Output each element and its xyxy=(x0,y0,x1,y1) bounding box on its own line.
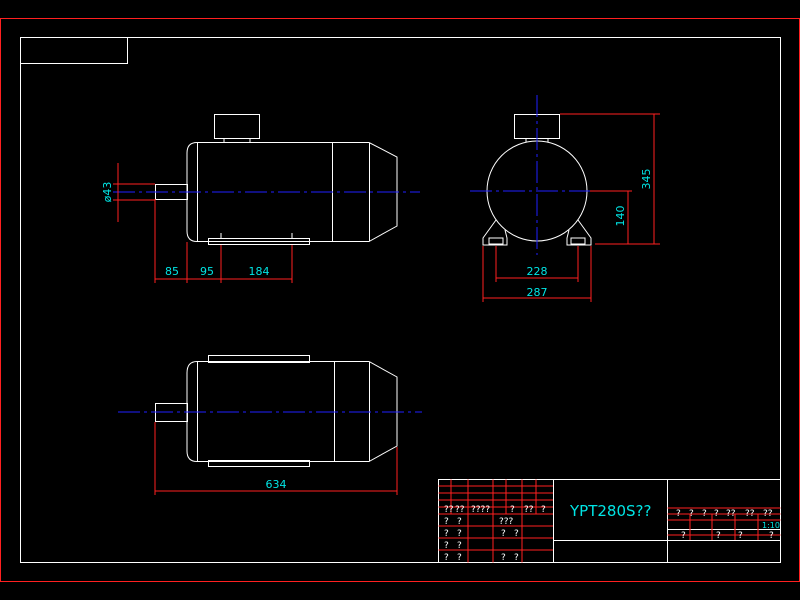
tb-right-b3: ? xyxy=(769,531,774,541)
dim-overall-length: 634 xyxy=(266,478,287,491)
tb-left-r3-0: ? xyxy=(444,529,449,539)
tb-left-r4-3: ? xyxy=(514,529,519,539)
tb-right-h1: ? xyxy=(689,509,694,519)
tb-scale: 1:10 xyxy=(762,521,780,530)
dim-foot-outer: 287 xyxy=(527,286,548,299)
tb-left-r2-1: ? xyxy=(457,517,462,527)
tb-left-r5-1: ? xyxy=(457,553,462,563)
tb-left-r1-2: ???? xyxy=(471,505,490,515)
dim-foot-inner: 228 xyxy=(527,265,548,278)
dim-shoulder-to-foot: 95 xyxy=(200,265,214,278)
front-foot xyxy=(208,238,310,245)
tb-left-r1-0: ?? xyxy=(444,505,454,515)
front-terminal-box xyxy=(214,114,260,139)
tb-left-r4-1: ? xyxy=(457,541,462,551)
tb-left-r5-2: ? xyxy=(501,553,506,563)
dim-total-height: 345 xyxy=(640,169,653,190)
tb-left-r5-3: ? xyxy=(514,553,519,563)
tb-right-b2: ? xyxy=(738,531,743,541)
title-block: ?? ?? ???? ? ?? ? ? ? ??? ? ? ? ? ? ? ? … xyxy=(438,479,781,563)
tb-left-r4-2: ? xyxy=(501,529,506,539)
tb-right-b0: ? xyxy=(681,531,686,541)
dim-shaft-diameter: ø43 xyxy=(101,182,114,203)
inner-frame xyxy=(20,37,781,563)
tb-right-h4: ?? xyxy=(726,509,736,519)
top-view: 634 xyxy=(118,355,422,495)
side-right-foot xyxy=(566,219,592,246)
tb-right-h6: ?? xyxy=(763,509,773,519)
front-motor-body xyxy=(186,142,398,242)
corner-label-box xyxy=(20,37,128,64)
tb-left-r1-4: ?? xyxy=(524,505,534,515)
tb-right-b1: ? xyxy=(716,531,721,541)
side-view: 345 140 228 287 xyxy=(470,95,660,302)
dim-foot-span: 184 xyxy=(249,265,270,278)
tb-left-r1-5: ? xyxy=(541,505,546,515)
tb-left-r4-0: ? xyxy=(444,541,449,551)
top-motor-body xyxy=(186,361,398,462)
outer-border xyxy=(0,18,800,582)
tb-left-r1-3: ? xyxy=(510,505,515,515)
tb-left-r5-0: ? xyxy=(444,553,449,563)
tb-right-h2: ? xyxy=(702,509,707,519)
tb-left-r1-1: ?? xyxy=(455,505,465,515)
tb-left-r2-2: ??? xyxy=(499,517,514,527)
tb-right-h3: ? xyxy=(714,509,719,519)
dim-center-height: 140 xyxy=(614,206,627,227)
tb-right-h0: ? xyxy=(676,509,681,519)
tb-left-r2-0: ? xyxy=(444,517,449,527)
tb-model-title: YPT280S?? xyxy=(569,502,651,520)
dim-shaft-length: 85 xyxy=(165,265,179,278)
side-left-foot xyxy=(482,219,508,246)
tb-right-h5: ?? xyxy=(745,509,755,519)
front-view: ø43 85 95 184 xyxy=(101,114,420,283)
tb-left-r3-1: ? xyxy=(457,529,462,539)
